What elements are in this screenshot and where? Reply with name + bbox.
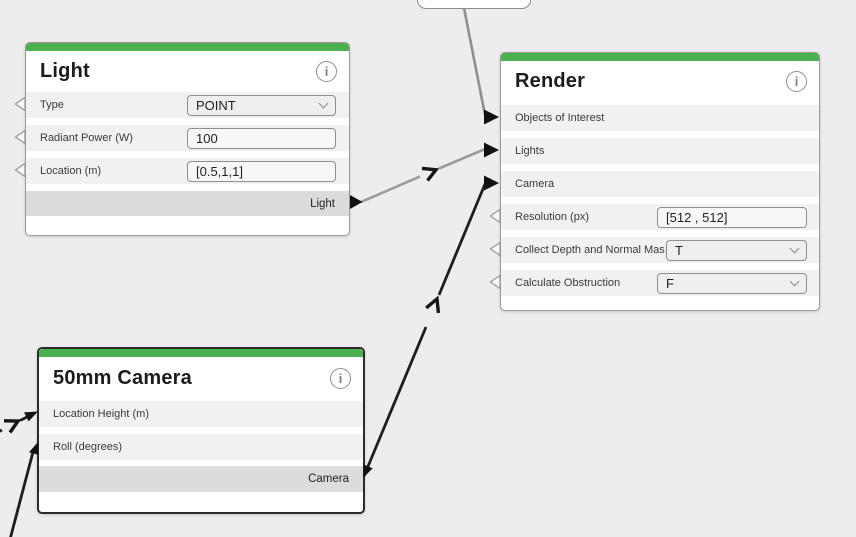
calculate-obstruction-input-port[interactable] (489, 274, 501, 290)
input-row-lights: Lights (501, 138, 819, 164)
node-camera-50mm[interactable]: 50mm Camera i Location Height (m) Roll (… (37, 347, 365, 514)
radiant-power-input-port[interactable] (14, 129, 26, 145)
input-row-objects-of-interest: Objects of Interest (501, 105, 819, 131)
edge-to-roll[interactable] (8, 442, 39, 537)
node-render[interactable]: Render i Objects of Interest Lights Came… (500, 52, 820, 311)
select-value: POINT (196, 97, 236, 113)
node-title-light: Light (40, 59, 90, 82)
input-row-roll: Roll (degrees) (39, 434, 363, 460)
input-label: Roll (degrees) (53, 441, 123, 453)
lights-input-port[interactable] (484, 142, 499, 158)
field-row-type: Type POINT (26, 92, 349, 118)
node-accent-bar (26, 43, 349, 51)
chevron-down-icon (318, 98, 329, 108)
radiant-power-input[interactable] (187, 127, 336, 149)
field-label: Type (40, 99, 64, 111)
location-input-port[interactable] (14, 162, 26, 178)
light-output-port[interactable] (350, 195, 363, 209)
field-row-resolution: Resolution (px) (501, 204, 819, 230)
objects-of-interest-input-port[interactable] (484, 109, 499, 125)
select-value: T (675, 242, 683, 258)
info-icon[interactable]: i (330, 367, 351, 389)
edge-direction-arrow-icon (425, 295, 441, 314)
edge-camera-to-camera[interactable] (362, 183, 487, 478)
select-value: F (666, 275, 674, 291)
field-label: Location (m) (40, 165, 102, 177)
input-label: Lights (515, 145, 545, 157)
output-label: Camera (308, 473, 349, 485)
input-label: Camera (515, 178, 555, 190)
input-row-camera: Camera (501, 171, 819, 197)
resolution-input-port[interactable] (489, 208, 501, 224)
camera-input-port[interactable] (484, 175, 499, 191)
field-label: Radiant Power (W) (40, 132, 133, 144)
node-accent-bar (39, 349, 363, 357)
input-row-location-height: Location Height (m) (39, 401, 363, 427)
output-label: Light (310, 197, 335, 210)
node-title-render: Render (515, 69, 586, 92)
collect-depth-select[interactable]: T (666, 239, 807, 261)
field-label: Calculate Obstruction (515, 277, 621, 289)
type-input-port[interactable] (14, 96, 26, 112)
field-row-radiant-power: Radiant Power (W) (26, 125, 349, 151)
output-row-light: Light (26, 191, 349, 216)
resolution-input[interactable] (657, 206, 807, 228)
node-light[interactable]: Light i Type POINT Radiant Power (W) Loc… (25, 42, 350, 236)
edge-direction-arrow-icon (421, 166, 440, 182)
info-icon[interactable]: i (786, 70, 807, 92)
node-accent-bar (501, 53, 819, 61)
calculate-obstruction-select[interactable]: F (657, 272, 807, 294)
edge-to-location-height[interactable] (0, 411, 38, 440)
location-height-input-port[interactable] (24, 411, 38, 422)
info-icon[interactable]: i (316, 60, 337, 82)
chevron-down-icon (789, 276, 800, 286)
edge-direction-arrow-icon (3, 419, 22, 434)
collect-depth-input-port[interactable] (489, 241, 501, 257)
field-row-location: Location (m) (26, 158, 349, 184)
field-row-collect-depth: Collect Depth and Normal Mas... T (501, 237, 819, 263)
edge-to-objects-of-interest[interactable] (462, 7, 487, 116)
field-label: Resolution (px) (515, 211, 589, 223)
input-label: Location Height (m) (53, 408, 149, 420)
field-row-calculate-obstruction: Calculate Obstruction F (501, 270, 819, 296)
chevron-down-icon (789, 243, 800, 253)
type-select[interactable]: POINT (187, 94, 336, 116)
field-label: Collect Depth and Normal Mas... (515, 244, 674, 256)
node-title-camera: 50mm Camera (53, 366, 192, 389)
location-input[interactable] (187, 160, 336, 182)
output-row-camera: Camera (39, 466, 363, 492)
input-label: Objects of Interest (515, 112, 605, 124)
node-partial-top[interactable] (417, 0, 531, 9)
edge-light-to-lights[interactable] (360, 147, 486, 204)
